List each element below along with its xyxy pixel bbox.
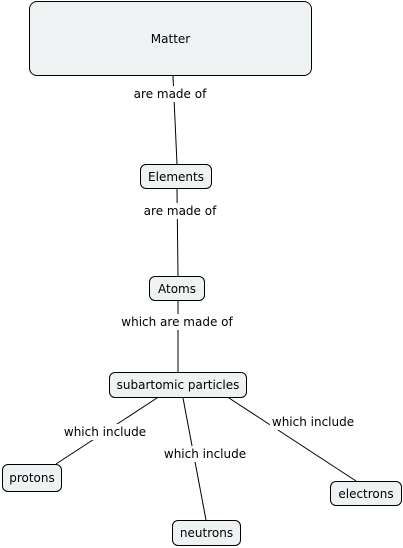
link-label-atoms-subatomic: which are made of (119, 314, 235, 330)
concept-elements-label: Elements (148, 169, 204, 184)
concept-atoms-label: Atoms (158, 281, 196, 296)
concept-matter[interactable]: Matter (29, 1, 312, 76)
concept-elements[interactable]: Elements (140, 164, 212, 189)
concept-atoms[interactable]: Atoms (149, 276, 205, 301)
concept-protons[interactable]: protons (2, 464, 62, 492)
link-label-elements-atoms: are made of (141, 203, 219, 219)
concept-protons-label: protons (9, 471, 55, 485)
concept-neutrons-label: neutrons (179, 526, 234, 540)
line-subatomic-electrons (228, 397, 357, 482)
link-label-subatomic-neutrons: which include (161, 446, 249, 462)
link-label-subatomic-protons: which include (61, 424, 149, 440)
concept-electrons-label: electrons (338, 486, 394, 501)
concept-matter-label: Matter (150, 31, 191, 46)
concept-subatomic-particles-label: subartomic particles (116, 378, 240, 392)
concept-neutrons[interactable]: neutrons (172, 520, 241, 546)
concept-electrons[interactable]: electrons (330, 481, 402, 506)
link-label-matter-elements: are made of (131, 86, 209, 102)
concept-subatomic-particles[interactable]: subartomic particles (109, 372, 247, 398)
link-label-subatomic-electrons: which include (269, 414, 357, 430)
